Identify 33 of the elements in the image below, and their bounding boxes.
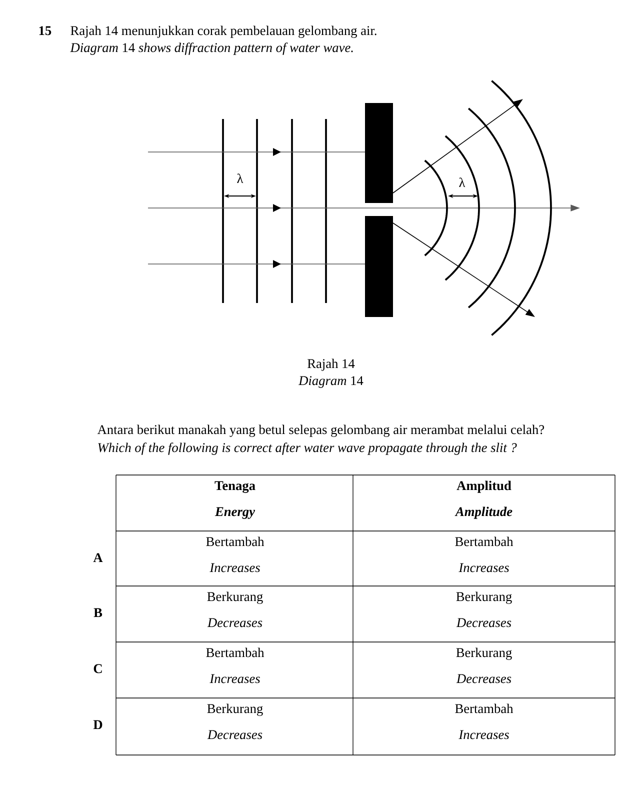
option-letter: D: [93, 720, 102, 730]
answer-text: Berkurang: [207, 704, 263, 716]
answer-text: Bertambah: [455, 704, 514, 714]
answer-text: Increases: [458, 730, 509, 740]
option-letter: B: [94, 608, 102, 618]
answer-text: Increases: [210, 674, 260, 684]
answer-text: Decreases: [207, 730, 262, 740]
question-text: Rajah 14 menunjukkan corak pembelauan gelombang air.: [70, 26, 376, 38]
answer-text: Decreases: [456, 674, 512, 684]
answer-text: Increases: [458, 563, 509, 572]
answer-text: Decreases: [207, 618, 262, 628]
option-letter: A: [93, 553, 103, 562]
question-text: Antara berikut manakah yang betul selepas gelombang air merambat melalui celah?: [97, 424, 544, 437]
column-header: Tenaga: [214, 481, 256, 493]
wavelength-label: λ: [237, 174, 244, 183]
answer-text: Decreases: [456, 618, 512, 628]
answer-text: Berkurang: [456, 592, 512, 604]
question-number: 15: [39, 26, 52, 36]
answer-text: Increases: [210, 563, 260, 572]
column-header: Amplitude: [454, 506, 512, 519]
answer-text: Bertambah: [455, 536, 514, 546]
answer-text: Berkurang: [456, 648, 512, 660]
option-letter: C: [94, 664, 102, 674]
column-header: Amplitud: [456, 480, 512, 493]
column-header: Energy: [214, 507, 256, 519]
diagram-caption: Rajah 14: [308, 358, 355, 371]
answer-text: Bertambah: [206, 536, 264, 546]
answer-text: Bertambah: [206, 648, 264, 658]
question-text: Which of the following is correct after water wave propagate through the slit ?: [98, 442, 517, 455]
diagram-caption: Diagram 14: [298, 376, 364, 388]
answer-text: Berkurang: [207, 592, 263, 604]
wavelength-label: λ: [459, 178, 466, 187]
question-text: Diagram 14 shows diffraction pattern of water wave.: [70, 42, 353, 55]
